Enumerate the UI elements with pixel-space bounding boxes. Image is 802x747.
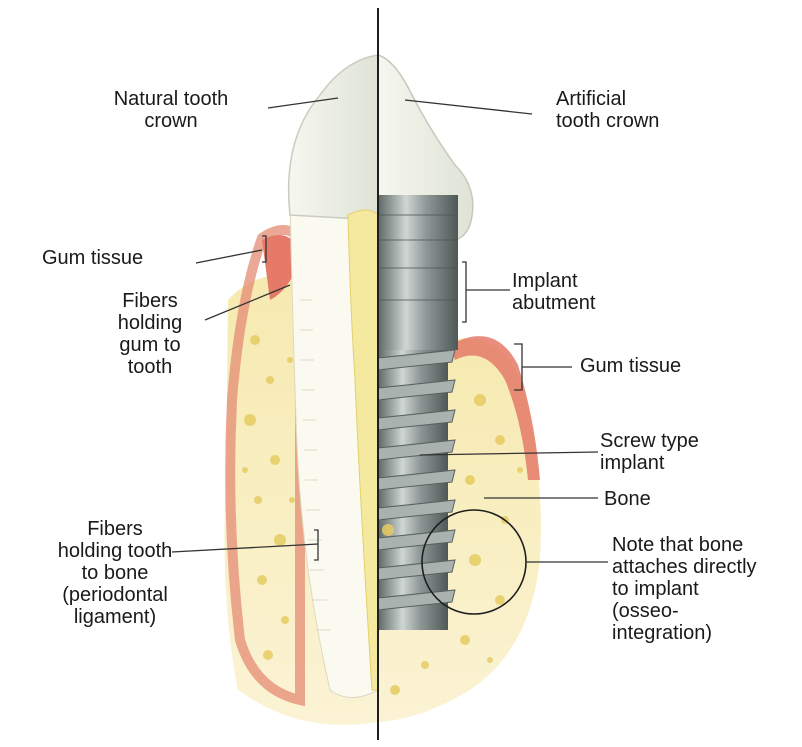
label-gum-tissue-left: Gum tissue bbox=[42, 247, 192, 269]
natural-tooth bbox=[225, 55, 379, 725]
label-fibers-gum: Fibers holding gum to tooth bbox=[100, 290, 200, 378]
label-bone: Bone bbox=[604, 488, 684, 510]
label-artificial-tooth-crown: Artificial tooth crown bbox=[556, 88, 726, 132]
label-osseointegration-note: Note that bone attaches directly to impl… bbox=[612, 534, 797, 644]
label-natural-tooth-crown: Natural tooth crown bbox=[86, 88, 256, 132]
natural-crown-shape bbox=[289, 55, 378, 220]
label-fibers-periodontal: Fibers holding tooth to bone (periodonta… bbox=[40, 518, 190, 628]
label-gum-tissue-right: Gum tissue bbox=[580, 355, 730, 377]
implant-side bbox=[378, 55, 541, 722]
label-implant-abutment: Implant abutment bbox=[512, 270, 632, 314]
label-screw-type-implant: Screw type implant bbox=[600, 430, 740, 474]
abutment bbox=[378, 195, 458, 350]
